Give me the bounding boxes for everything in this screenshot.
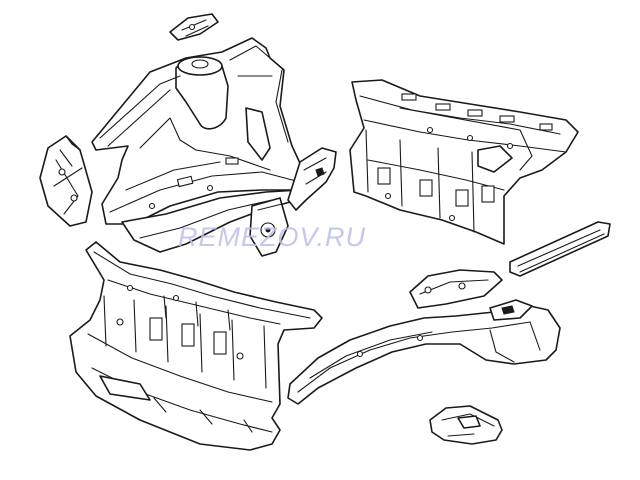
floor-panel-part <box>349 79 579 245</box>
radiator-support-part <box>69 241 323 451</box>
wheelhouse-strut-tower-part <box>91 37 307 253</box>
reinforcement-strip-part <box>509 221 611 277</box>
front-side-rail-part <box>287 299 561 405</box>
left-bracket-part <box>39 135 93 227</box>
bottom-bracket-part <box>429 405 503 445</box>
upper-rail-bracket-part <box>409 269 503 309</box>
support-bracket-part <box>249 147 337 257</box>
top-bracket-part <box>169 13 219 41</box>
